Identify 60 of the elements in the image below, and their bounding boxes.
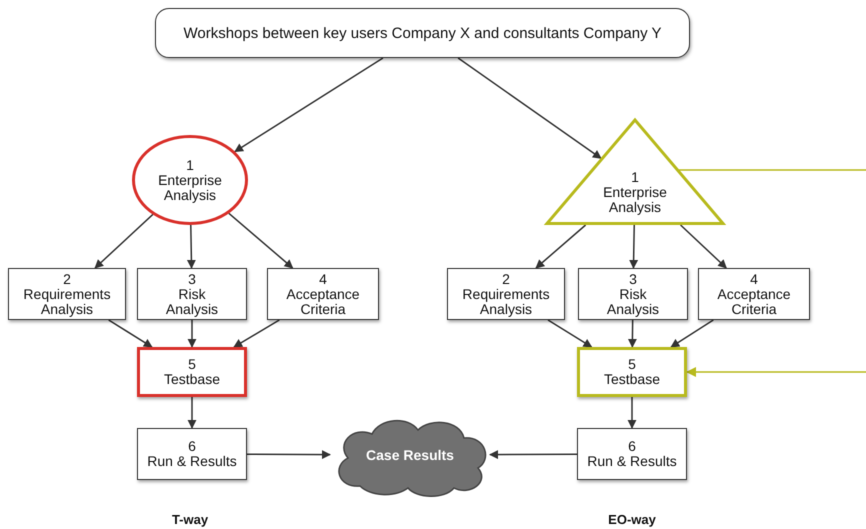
node-text: Run & Results <box>587 454 677 469</box>
node-text: 5 <box>188 357 196 372</box>
column-label: T-way <box>172 512 208 527</box>
node-text: 2 <box>63 272 71 286</box>
process-box <box>137 347 247 397</box>
node-text: 6 <box>628 439 636 454</box>
arrow <box>670 319 714 348</box>
node-text: Risk Analysis <box>164 286 220 316</box>
arrow <box>535 224 586 269</box>
arrow <box>108 319 153 348</box>
node-text: Case Results <box>366 448 454 462</box>
process-box <box>577 347 687 397</box>
arrow <box>458 57 602 159</box>
node-text: 4 <box>319 272 327 286</box>
arrow <box>234 57 384 152</box>
process-box <box>577 428 687 480</box>
process-box <box>137 268 247 320</box>
node-text: Requirements Analysis <box>461 286 551 316</box>
arrow <box>233 319 280 348</box>
node-text: 2 <box>502 272 510 286</box>
arrow <box>489 450 577 460</box>
node-text: Testbase <box>604 372 660 387</box>
arrow <box>94 214 154 269</box>
node-text: 1 <box>631 170 639 185</box>
node-text: Run & Results <box>147 454 237 469</box>
arrow <box>247 450 331 460</box>
node-text: Testbase <box>164 372 220 387</box>
arrow <box>628 320 637 348</box>
node-text: 5 <box>628 357 636 372</box>
node-text: 4 <box>750 272 758 286</box>
process-box <box>447 268 565 320</box>
arrow <box>188 397 196 429</box>
column-label: EO-way <box>608 512 656 527</box>
arrow <box>686 367 866 377</box>
arrow <box>680 224 727 269</box>
node-text: 1 <box>186 158 194 172</box>
arrow <box>629 224 638 269</box>
node-text: Workshops between key users Company X and consultants Company Y <box>183 26 662 40</box>
node-text: Enterprise Analysis <box>602 185 668 215</box>
node-text: 3 <box>188 272 196 286</box>
process-box <box>267 268 379 320</box>
arrow <box>188 320 196 348</box>
ellipse-node <box>132 135 248 225</box>
node-text: 6 <box>188 439 196 454</box>
arrow <box>628 397 636 429</box>
process-box <box>155 8 690 58</box>
node-text: Risk Analysis <box>606 286 660 316</box>
node-text: Enterprise Analysis <box>157 172 223 202</box>
arrow <box>548 319 592 348</box>
node-text: Requirements Analysis <box>22 286 112 316</box>
node-text: Acceptance Criteria <box>716 286 792 316</box>
process-box <box>578 268 688 320</box>
node-text: 3 <box>629 272 637 286</box>
process-box <box>137 428 247 480</box>
process-box <box>8 268 126 320</box>
arrow <box>186 224 196 269</box>
process-box <box>698 268 810 320</box>
triangle-node <box>545 118 725 225</box>
node-text: Acceptance Criteria <box>285 286 361 316</box>
arrow <box>228 212 294 269</box>
